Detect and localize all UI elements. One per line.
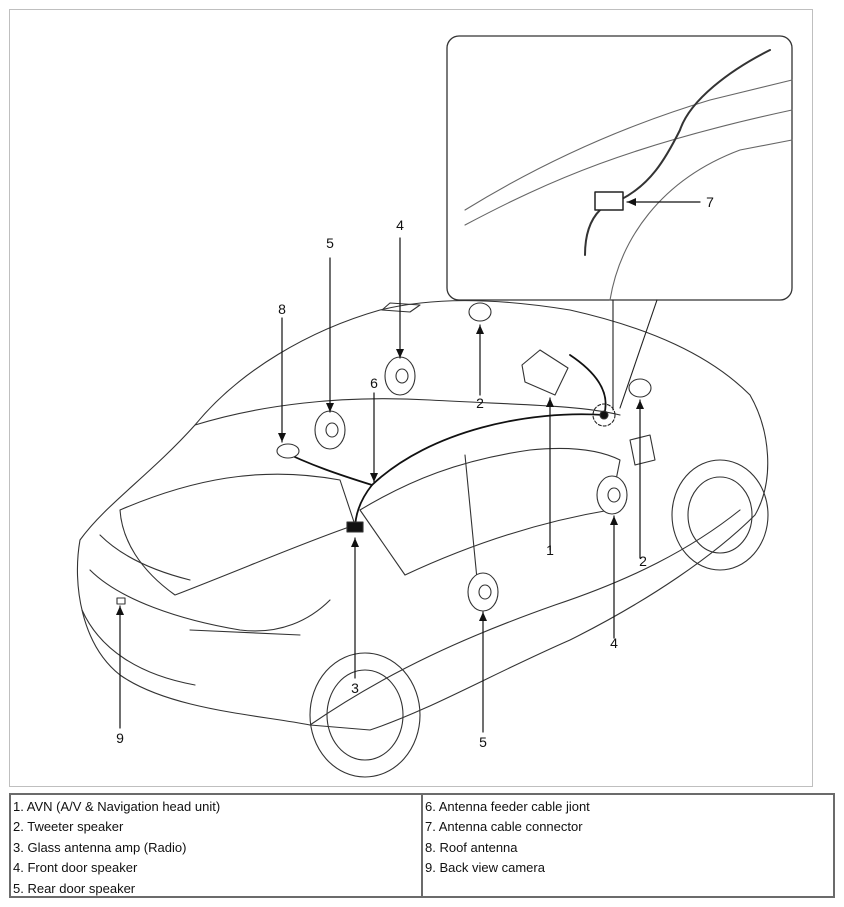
side-mirror	[629, 434, 656, 466]
rear-tweeter	[468, 302, 492, 322]
trunk-line	[89, 569, 331, 632]
rear-wheel-arch	[309, 652, 421, 778]
rear-door-speaker-lower	[467, 572, 499, 612]
inset-pillar	[464, 79, 793, 211]
component-legend-table: 1. AVN (A/V & Navigation head unit) 2. T…	[9, 793, 835, 898]
back-view-camera	[116, 597, 126, 605]
connector-inset-frame	[446, 35, 793, 301]
callout-9: 9	[116, 730, 124, 746]
rear-window	[119, 473, 356, 596]
callout-2-front-tweeter: 2	[639, 553, 647, 569]
bumper-line	[81, 609, 196, 686]
sill-line	[309, 509, 741, 726]
callout-7: 7	[706, 194, 714, 210]
legend-item: 1. AVN (A/V & Navigation head unit)	[13, 799, 221, 814]
rear-wheel	[326, 669, 404, 761]
front-tweeter	[628, 378, 652, 398]
rear-door-speaker-upper	[314, 410, 346, 450]
callout-3: 3	[351, 680, 359, 696]
inset-cable	[584, 49, 771, 256]
inset-glass	[609, 139, 793, 301]
legend-item: 7. Antenna cable connector	[425, 819, 583, 835]
legend-item: 3. Glass antenna amp (Radio)	[13, 839, 187, 855]
antenna-cable-connector	[594, 191, 624, 211]
legend-column-right: 6. Antenna feeder cable jiont 7. Antenna…	[421, 795, 833, 896]
callout-4-upper: 4	[396, 217, 404, 233]
roof-spoiler	[381, 302, 421, 313]
roof-line	[194, 398, 621, 426]
antenna-feeder-cable	[279, 354, 607, 486]
taillight-right	[189, 629, 301, 636]
component-location-diagram: 1 2 2 3 4 4 5 5 6 7 8 9	[9, 9, 813, 787]
avn-head-unit	[521, 349, 569, 396]
glass-antenna-amp	[346, 521, 364, 533]
callout-5-upper: 5	[326, 235, 334, 251]
legend-item: 6. Antenna feeder cable jiont	[425, 799, 590, 814]
side-window	[359, 447, 621, 576]
taillight-left	[99, 534, 191, 581]
callout-8: 8	[278, 301, 286, 317]
legend-item: 2. Tweeter speaker	[13, 819, 124, 835]
legend-item: 5. Rear door speaker	[13, 880, 136, 896]
front-door-speaker-upper	[384, 356, 416, 396]
legend-item: 4. Front door speaker	[13, 860, 138, 876]
callout-1: 1	[546, 542, 554, 558]
front-wheel-arch	[671, 459, 769, 571]
legend-column-left: 1. AVN (A/V & Navigation head unit) 2. T…	[11, 795, 421, 896]
front-door-speaker-lower	[596, 475, 628, 515]
car-illustration: 1 2 2 3 4 4 5 5 6 7 8 9	[76, 35, 793, 778]
callout-5-lower: 5	[479, 734, 487, 750]
roof-antenna	[276, 443, 300, 459]
joint-detail-circle	[592, 403, 616, 427]
callout-4-lower: 4	[610, 635, 618, 651]
inset-trim	[464, 109, 793, 226]
car-body-outline	[76, 300, 769, 731]
legend-item: 9. Back view camera	[425, 860, 545, 876]
callout-6: 6	[370, 375, 378, 391]
front-wheel	[687, 476, 753, 554]
callout-2-rear-tweeter: 2	[476, 395, 484, 411]
legend-item: 8. Roof antenna	[425, 839, 518, 855]
